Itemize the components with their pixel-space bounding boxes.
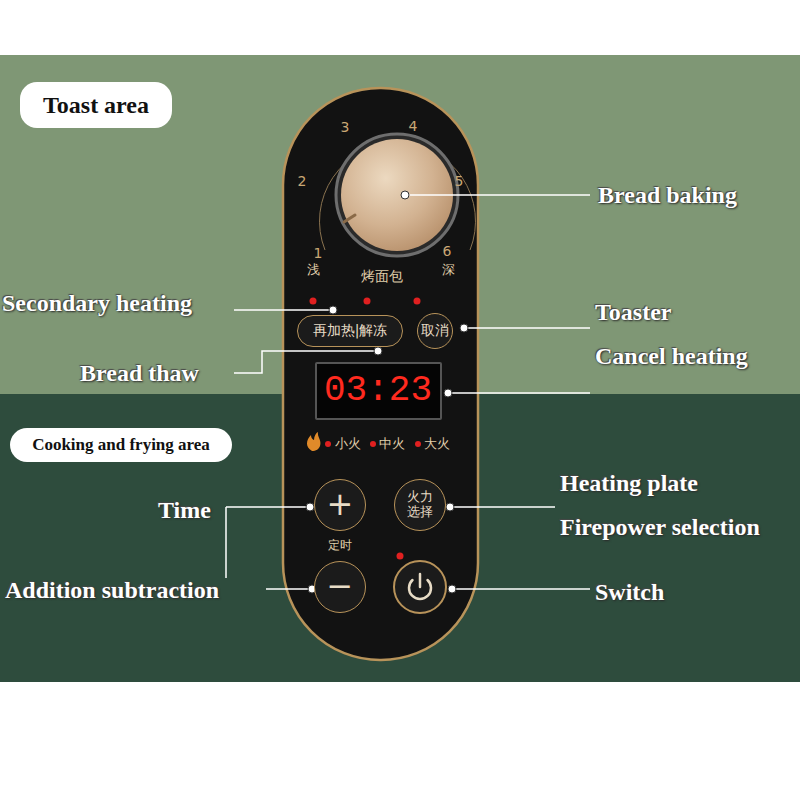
node-text: 再加热|解冻 <box>313 323 388 338</box>
panel-text: 定时 <box>328 539 352 552</box>
leader-dot <box>401 191 409 199</box>
callout-label: Time <box>158 497 211 523</box>
plus-button: + <box>314 479 366 531</box>
node-text: Cooking and frying area <box>32 436 210 455</box>
callout-label: Firepower selection <box>560 514 760 540</box>
panel-text: 浅 <box>307 263 320 277</box>
dial-number: 3 <box>341 120 350 135</box>
dial-number: 5 <box>455 174 464 189</box>
callout-label: Toaster <box>595 299 671 325</box>
panel-text: 小火 <box>335 437 361 451</box>
node-text: − <box>327 569 354 604</box>
leader-dot <box>306 503 314 511</box>
panel-text: 深 <box>442 263 455 277</box>
node-text: 火力选择 <box>407 490 433 520</box>
leader-line <box>409 194 590 196</box>
indicator-dot <box>325 441 331 447</box>
indicator-dot <box>415 441 421 447</box>
callout-label: Secondary heating <box>2 290 192 316</box>
leader-line <box>456 588 590 590</box>
indicator-dot <box>397 553 404 560</box>
panel-text: 烤面包 <box>361 269 403 284</box>
power-icon <box>419 574 422 587</box>
bracket-line <box>225 507 227 578</box>
flame-icon <box>307 432 320 451</box>
dial-number: 4 <box>409 119 418 134</box>
callout-label: Bread baking <box>598 182 737 208</box>
node-text: + <box>327 487 354 522</box>
panel-text: 中火 <box>379 437 405 451</box>
callout-label: Heating plate <box>560 470 698 496</box>
knob-notch <box>344 215 355 222</box>
leader-dot <box>448 585 456 593</box>
leader-line <box>452 392 590 394</box>
callout-label: Addition subtraction <box>5 577 219 603</box>
bottom-band <box>0 682 800 800</box>
leader-dot <box>446 503 454 511</box>
panel-text: 大火 <box>424 437 450 451</box>
callout-label: Switch <box>595 579 664 605</box>
firepower-button: 火力选择 <box>394 479 446 531</box>
leader-dots <box>306 191 468 593</box>
leader-dot <box>329 306 337 314</box>
leader-dot <box>444 389 452 397</box>
leader-dot <box>374 347 382 355</box>
node-text: 取消 <box>421 323 449 338</box>
leader-line <box>454 506 555 508</box>
dial-number: 2 <box>298 174 307 189</box>
panel-housing <box>283 88 478 660</box>
indicator-dot <box>370 441 376 447</box>
leader-line <box>468 327 590 329</box>
callout-label: Cancel heating <box>595 343 748 369</box>
area-tag: Cooking and frying area <box>10 428 232 463</box>
leader-line <box>234 309 329 311</box>
leader-dot <box>460 324 468 332</box>
indicator-dot <box>310 298 317 305</box>
node-text: 03:23 <box>324 371 432 411</box>
reheat-thaw-button: 再加热|解冻 <box>297 315 403 347</box>
leader-line <box>226 506 306 508</box>
area-tag: Toast area <box>20 82 172 128</box>
indicator-dot <box>364 298 371 305</box>
indicator-dot <box>414 298 421 305</box>
node-text: Toast area <box>43 92 149 118</box>
callout-label: Bread thaw <box>80 360 199 386</box>
time-display: 03:23 <box>315 362 442 420</box>
minus-button: − <box>314 561 366 613</box>
leader-line <box>266 588 308 590</box>
cancel-button: 取消 <box>417 313 453 349</box>
top-band <box>0 0 800 55</box>
leader-lines <box>226 195 590 589</box>
dial-number: 6 <box>443 244 452 259</box>
switch-button <box>394 561 446 613</box>
dial-number: 1 <box>314 246 323 261</box>
